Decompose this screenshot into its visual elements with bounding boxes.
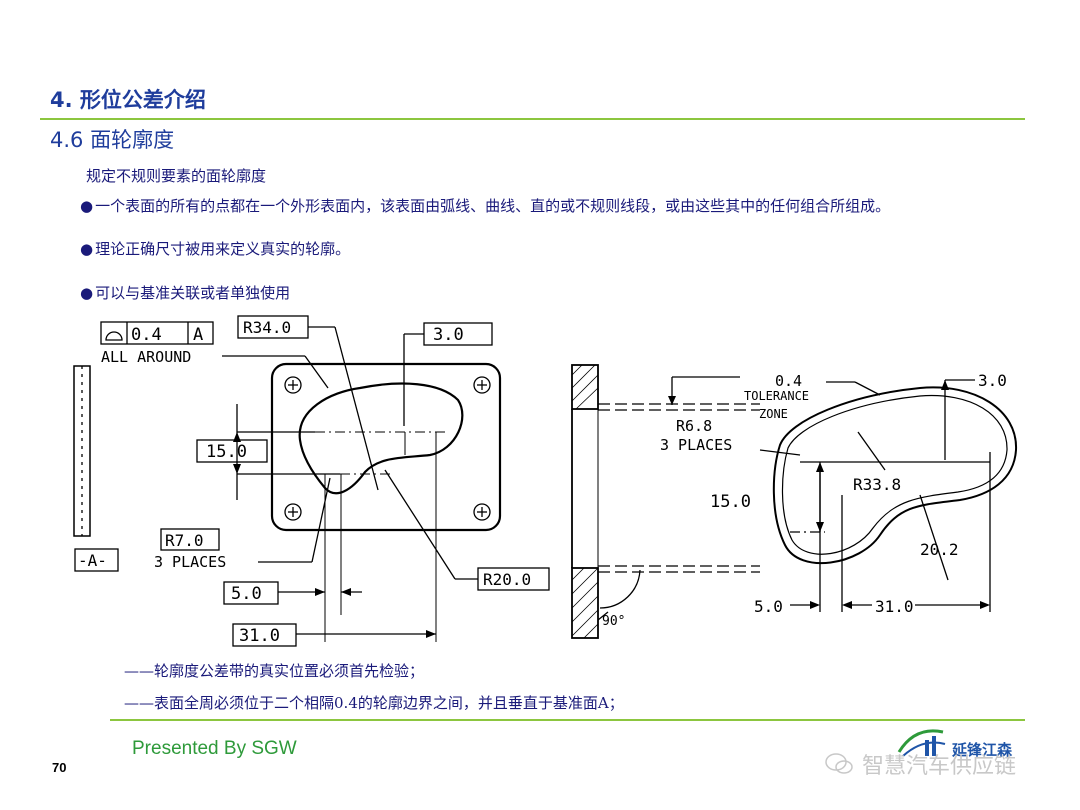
tol-zone-label-1: TOLERANCE xyxy=(744,389,809,403)
places-right-label: 3 PLACES xyxy=(660,436,732,454)
dim-5-right-label: 5.0 xyxy=(754,597,783,616)
dim-5-label: 5.0 xyxy=(231,584,262,604)
r33-label: R33.8 xyxy=(853,475,901,494)
bullet-text: 可以与基准关联或者单独使用 xyxy=(95,284,291,302)
dim-31-label: 31.0 xyxy=(239,626,280,646)
angle-label: 90° xyxy=(602,614,625,629)
profile-shape xyxy=(298,382,464,495)
sub-title: 4.6 面轮廓度 xyxy=(50,128,175,152)
datum-a-label: -A- xyxy=(78,551,107,570)
tolerance-zone-outer xyxy=(772,386,1018,565)
dim-15-label: 15.0 xyxy=(206,442,247,462)
header-divider xyxy=(40,118,1025,120)
r6-label: R6.8 xyxy=(676,417,712,435)
company-logo-icon xyxy=(895,724,947,760)
bullet-marker: ● xyxy=(80,197,94,215)
tol-zone-label-2: ZONE xyxy=(759,407,788,421)
all-around-label: ALL AROUND xyxy=(101,348,191,366)
bullet-text: 一个表面的所有的点都在一个外形表面内，该表面由弧线、曲线、直的或不规则线段，或由… xyxy=(95,197,891,215)
note-2: ——表面全周必须位于二个相隔0.4的轮廓边界之间，并且垂直于基准面A； xyxy=(124,694,624,712)
bullet-item-1: ●一个表面的所有的点都在一个外形表面内，该表面由弧线、曲线、直的或不规则线段，或… xyxy=(80,195,890,216)
bullet-text: 理论正确尺寸被用来定义真实的轮廓。 xyxy=(95,240,351,258)
r34-label: R34.0 xyxy=(243,318,291,337)
note-1: ——轮廓度公差带的真实位置必须首先检验； xyxy=(124,662,425,680)
r7-label: R7.0 xyxy=(165,531,204,550)
dim-15-right-label: 15.0 xyxy=(710,492,751,512)
watermark-text: 智慧汽车供应链 xyxy=(862,754,1017,779)
dim-31-right-label: 31.0 xyxy=(875,597,914,616)
tol-value-label: 0.4 xyxy=(775,372,802,390)
r20-label: R20.0 xyxy=(483,570,531,589)
logo-text: 延锋江森 xyxy=(952,741,1013,759)
dim-3-right-label: 3.0 xyxy=(978,371,1007,390)
bullet-marker: ● xyxy=(80,240,94,258)
page-number: 70 xyxy=(52,760,67,775)
bullet-item-2: ●理论正确尺寸被用来定义真实的轮廓。 xyxy=(80,238,350,259)
fcf-value: 0.4 xyxy=(131,325,162,345)
feature-control-frame xyxy=(100,321,214,345)
profile-of-surface-icon xyxy=(105,331,123,341)
wechat-icon xyxy=(824,752,854,776)
plate-outline xyxy=(270,362,502,532)
section-title: 4. 形位公差介绍 xyxy=(50,88,206,112)
bullet-item-3: ●可以与基准关联或者单独使用 xyxy=(80,282,290,303)
intro-text: 规定不规则要素的面轮廓度 xyxy=(86,167,267,185)
bullet-marker: ● xyxy=(80,284,94,302)
presenter-label: Presented By SGW xyxy=(132,738,297,759)
dim-3-label: 3.0 xyxy=(433,325,464,345)
footer-divider xyxy=(110,719,1025,721)
places-label: 3 PLACES xyxy=(154,553,226,571)
dim-20-label: 20.2 xyxy=(920,540,959,559)
fcf-datum: A xyxy=(193,325,203,345)
